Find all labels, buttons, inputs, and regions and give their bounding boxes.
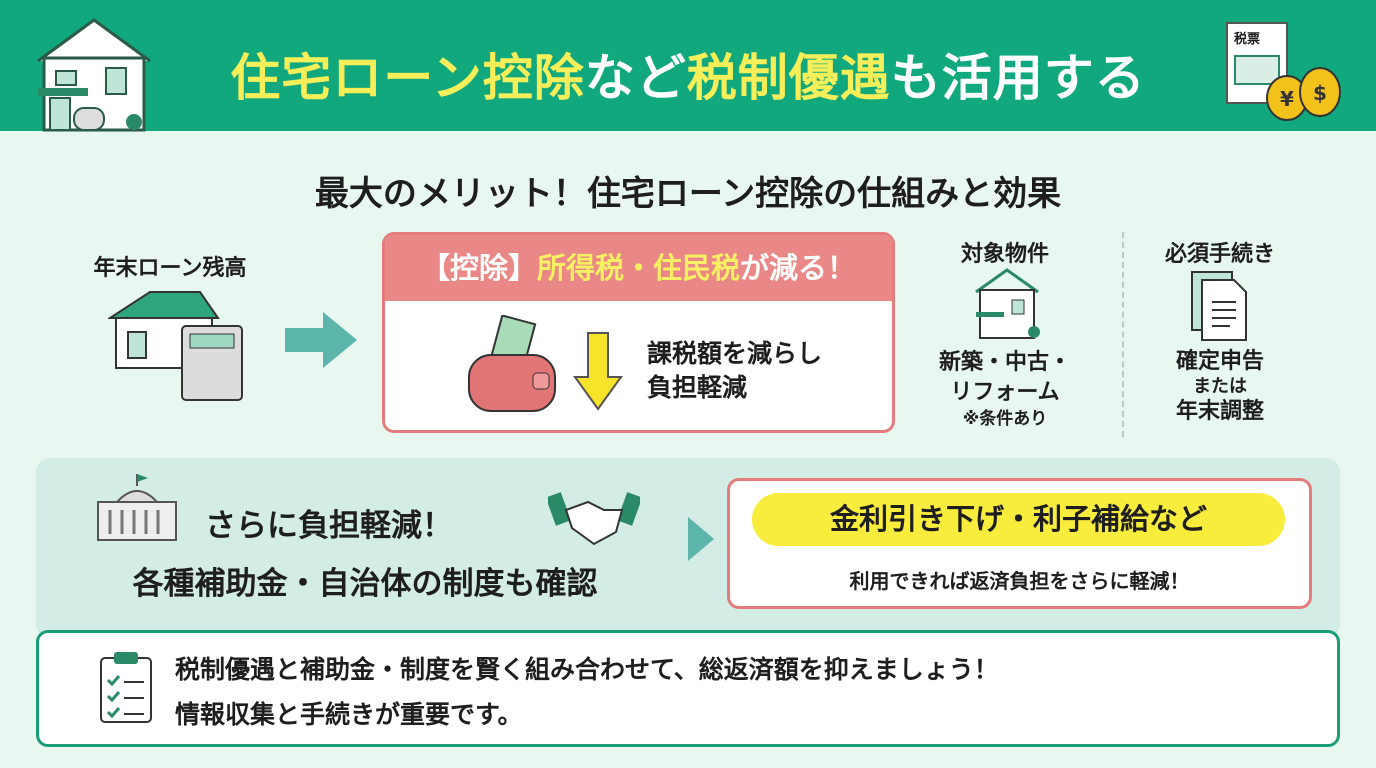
- header-banner: [0, 0, 1376, 131]
- house-icon: [37, 18, 151, 132]
- property-title: 対象物件: [960, 242, 1049, 267]
- interest-subtext: 利用できれば返済負担をさらに軽減！: [849, 569, 1190, 593]
- summary-box: [36, 630, 1340, 747]
- procedure-text: または: [1193, 376, 1247, 397]
- arrow-right-icon: [285, 312, 357, 368]
- subsidy-heading: さらに負担軽減！: [205, 508, 453, 544]
- document-icon: [1191, 271, 1247, 341]
- government-building-icon: [97, 474, 177, 541]
- interest-pill: 金利引き下げ・利子補給など: [752, 493, 1285, 546]
- tax-doc-label: 税票: [1234, 32, 1261, 47]
- property-types: 新築・中古・: [938, 350, 1071, 375]
- property-note: ※条件あり: [962, 409, 1048, 429]
- deduction-highlight: 所得税・住民税: [536, 251, 740, 285]
- summary-line: 情報収集と手続きが重要です。: [175, 700, 523, 729]
- handshake-icon: [548, 492, 640, 546]
- deduction-suffix: が減る！: [740, 251, 857, 285]
- title-text: も活用する: [890, 49, 1146, 107]
- property-types: リフォーム: [950, 380, 1060, 405]
- deduction-prefix: 【控除】: [420, 251, 537, 285]
- deduction-text: 課税額を減らし: [647, 339, 823, 368]
- loan-balance-label: 年末ローン残高: [93, 256, 247, 281]
- procedure-text: 年末調整: [1175, 399, 1264, 424]
- svg-text:$: $: [1313, 81, 1327, 105]
- deduction-card: 【控除】所得税・住民税が減る！ 課税額を減らし負担軽減: [382, 232, 895, 433]
- wallet-icon: [468, 315, 556, 412]
- svg-text:¥: ¥: [1280, 87, 1294, 111]
- section-title: 最大のメリット！住宅ローン控除の仕組みと効果: [314, 174, 1062, 214]
- page-title: 住宅ローン控除など税制優遇も活用する: [0, 38, 1376, 110]
- title-highlight: 税制優遇: [686, 49, 891, 107]
- chevron-right-icon: [688, 517, 714, 561]
- summary-line: 税制優遇と補助金・制度を賢く組み合わせて、総返済額を抑えましょう！: [175, 655, 999, 684]
- title-text: など: [584, 49, 687, 107]
- title-highlight: 住宅ローン控除: [230, 49, 585, 107]
- divider: [1122, 232, 1124, 437]
- house-calculator-icon: [108, 291, 243, 401]
- deduction-text: 負担軽減: [647, 373, 748, 402]
- deduction-header: 【控除】所得税・住民税が減る！: [385, 235, 892, 301]
- procedure-title: 必須手続き: [1164, 242, 1275, 267]
- property-house-icon: [975, 268, 1040, 339]
- checklist-icon: [100, 652, 152, 723]
- money-bags-icon: ¥$: [1266, 67, 1341, 121]
- down-arrow-icon: [573, 332, 623, 411]
- subsidy-text: 各種補助金・自治体の制度も確認: [132, 566, 598, 602]
- procedure-text: 確定申告: [1175, 349, 1264, 374]
